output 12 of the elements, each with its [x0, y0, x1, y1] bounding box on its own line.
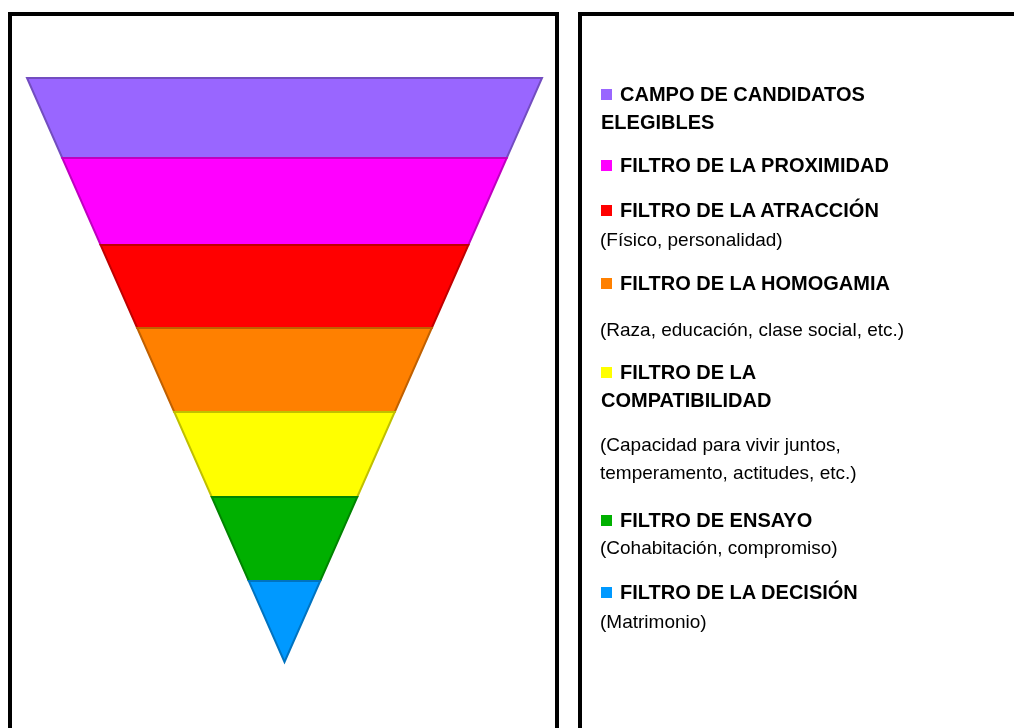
description-text: (Matrimonio) — [600, 610, 708, 634]
legend-text: CAMPO DE CANDIDATOS ELEGIBLES — [601, 83, 865, 133]
legend-text: FILTRO DE LA ATRACCIÓN — [620, 199, 879, 221]
description-text: (Raza, educación, clase social, etc.) — [600, 318, 906, 342]
description-text: (Físico, personalidad) — [600, 228, 784, 252]
legend-text: FILTRO DE ENSAYO — [620, 509, 813, 531]
description-text: (Capacidad para vivir juntos, temperamento, actitudes, etc.) — [600, 433, 858, 485]
legend-text: FILTRO DE LA COMPATIBILIDAD — [601, 361, 772, 411]
description-text: (Cohabitación, compromiso) — [600, 536, 839, 560]
legend-text: FILTRO DE LA HOMOGAMIA — [620, 272, 890, 294]
legend-text: FILTRO DE LA PROXIMIDAD — [620, 154, 889, 176]
legend-text: FILTRO DE LA DECISIÓN — [620, 581, 858, 603]
